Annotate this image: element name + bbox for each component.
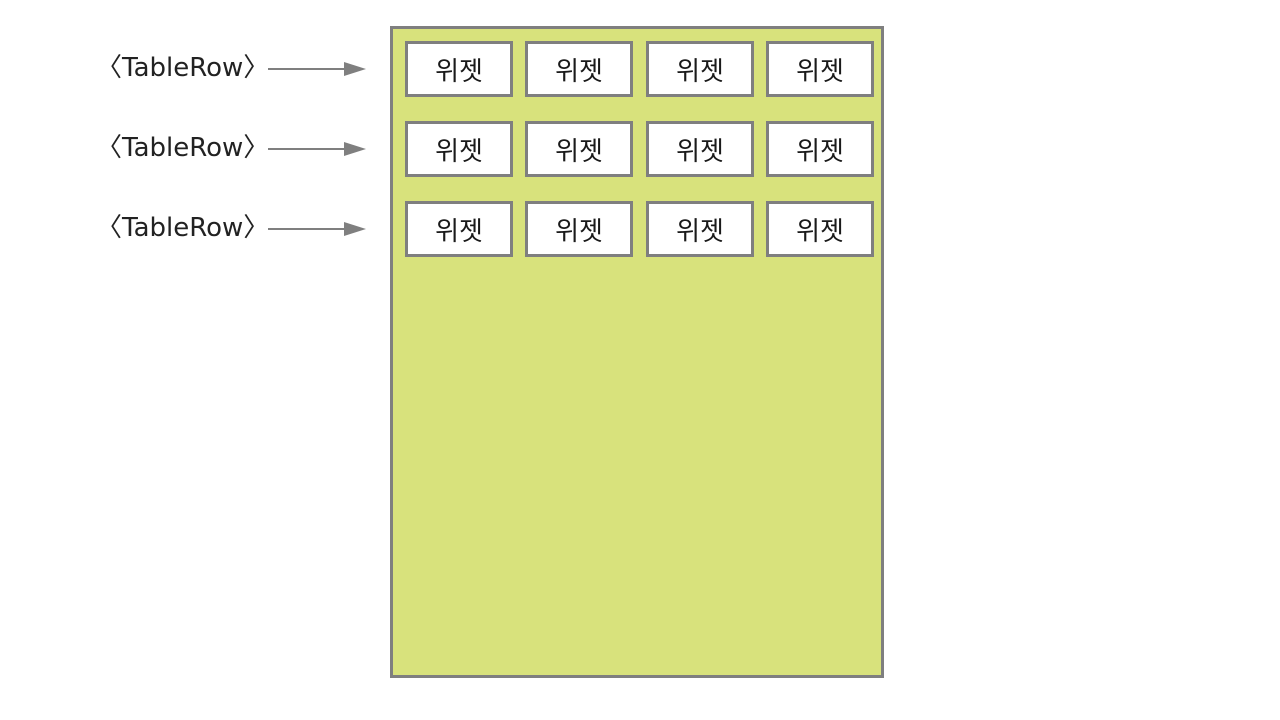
widget: 위젯	[405, 201, 513, 257]
widget: 위젯	[646, 121, 754, 177]
arrow-row-3	[268, 222, 366, 236]
row-label-3: 〈TableRow〉	[96, 213, 270, 243]
widget: 위젯	[405, 41, 513, 97]
widget: 위젯	[525, 201, 633, 257]
widget: 위젯	[405, 121, 513, 177]
widget: 위젯	[525, 121, 633, 177]
table-layout: 위젯 위젯 위젯 위젯 위젯 위젯 위젯 위젯 위젯 위젯 위젯 위젯	[390, 26, 884, 678]
widget: 위젯	[766, 201, 874, 257]
widget: 위젯	[766, 121, 874, 177]
widget: 위젯	[646, 201, 754, 257]
widget: 위젯	[525, 41, 633, 97]
arrow-row-2	[268, 142, 366, 156]
arrow-row-1	[268, 62, 366, 76]
widget: 위젯	[766, 41, 874, 97]
row-label-2: 〈TableRow〉	[96, 133, 270, 163]
row-label-1: 〈TableRow〉	[96, 53, 270, 83]
widget: 위젯	[646, 41, 754, 97]
